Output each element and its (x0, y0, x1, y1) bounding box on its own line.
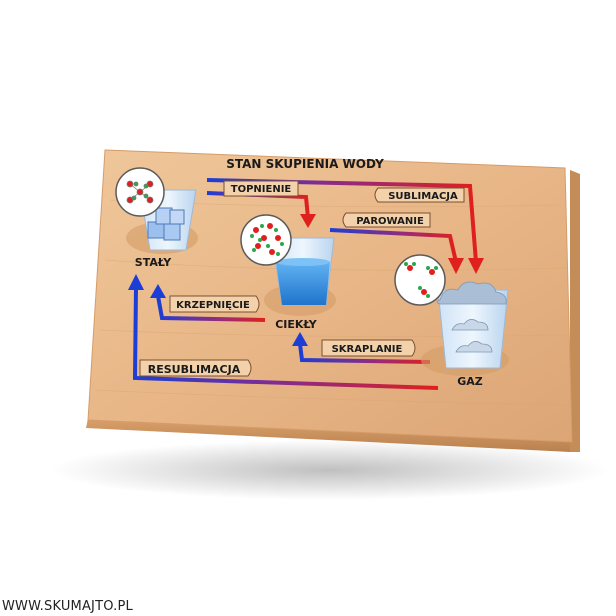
gas-molecule-bubble (394, 254, 446, 306)
freezing-arrow (150, 284, 266, 322)
melting-label: TOPNIENIE (231, 184, 292, 195)
board-title: STAN SKUPIENIA WODY (226, 157, 384, 171)
sublimation-label: SUBLIMACJA (388, 191, 458, 202)
board-edge-bottom (86, 418, 570, 452)
solid-state-label: STAŁY (135, 256, 172, 269)
label-piece-sublimation[interactable]: SUBLIMACJA (374, 187, 465, 203)
solid-molecule-icon (126, 180, 154, 204)
water-fill (276, 262, 330, 305)
liquid-molecule-icon (250, 223, 284, 256)
gas-molecule-icon (404, 262, 438, 298)
condensation-label: SKRAPLANIE (332, 344, 403, 355)
gas-state-label: GAZ (457, 375, 483, 388)
board-shadow (50, 440, 610, 500)
freezing-label: KRZEPNIĘCIE (176, 300, 250, 311)
evaporation-arrow (329, 228, 464, 274)
label-piece-melting[interactable]: TOPNIENIE (223, 180, 299, 197)
ice-cubes-icon (147, 207, 185, 241)
deposition-label: RESUBLIMACJA (148, 363, 241, 376)
liquid-state-piece[interactable] (240, 214, 336, 316)
liquid-state-label: CIEKŁY (275, 318, 318, 331)
solid-state-piece[interactable] (115, 167, 198, 254)
label-piece-freezing[interactable]: KRZEPNIĘCIE (169, 295, 260, 313)
evaporation-label: PAROWANIE (356, 216, 424, 227)
label-piece-evaporation[interactable]: PAROWANIE (342, 212, 431, 228)
label-piece-deposition[interactable]: RESUBLIMACJA (139, 359, 252, 377)
label-piece-condensation[interactable]: SKRAPLANIE (321, 339, 416, 357)
cloud-icon (436, 281, 507, 353)
gas-state-piece[interactable] (394, 254, 509, 376)
board-edge-right (570, 170, 580, 452)
site-watermark: WWW.SKUMAJTO.PL (2, 599, 133, 614)
condensation-arrow (292, 332, 431, 364)
deposition-arrow (128, 274, 439, 390)
